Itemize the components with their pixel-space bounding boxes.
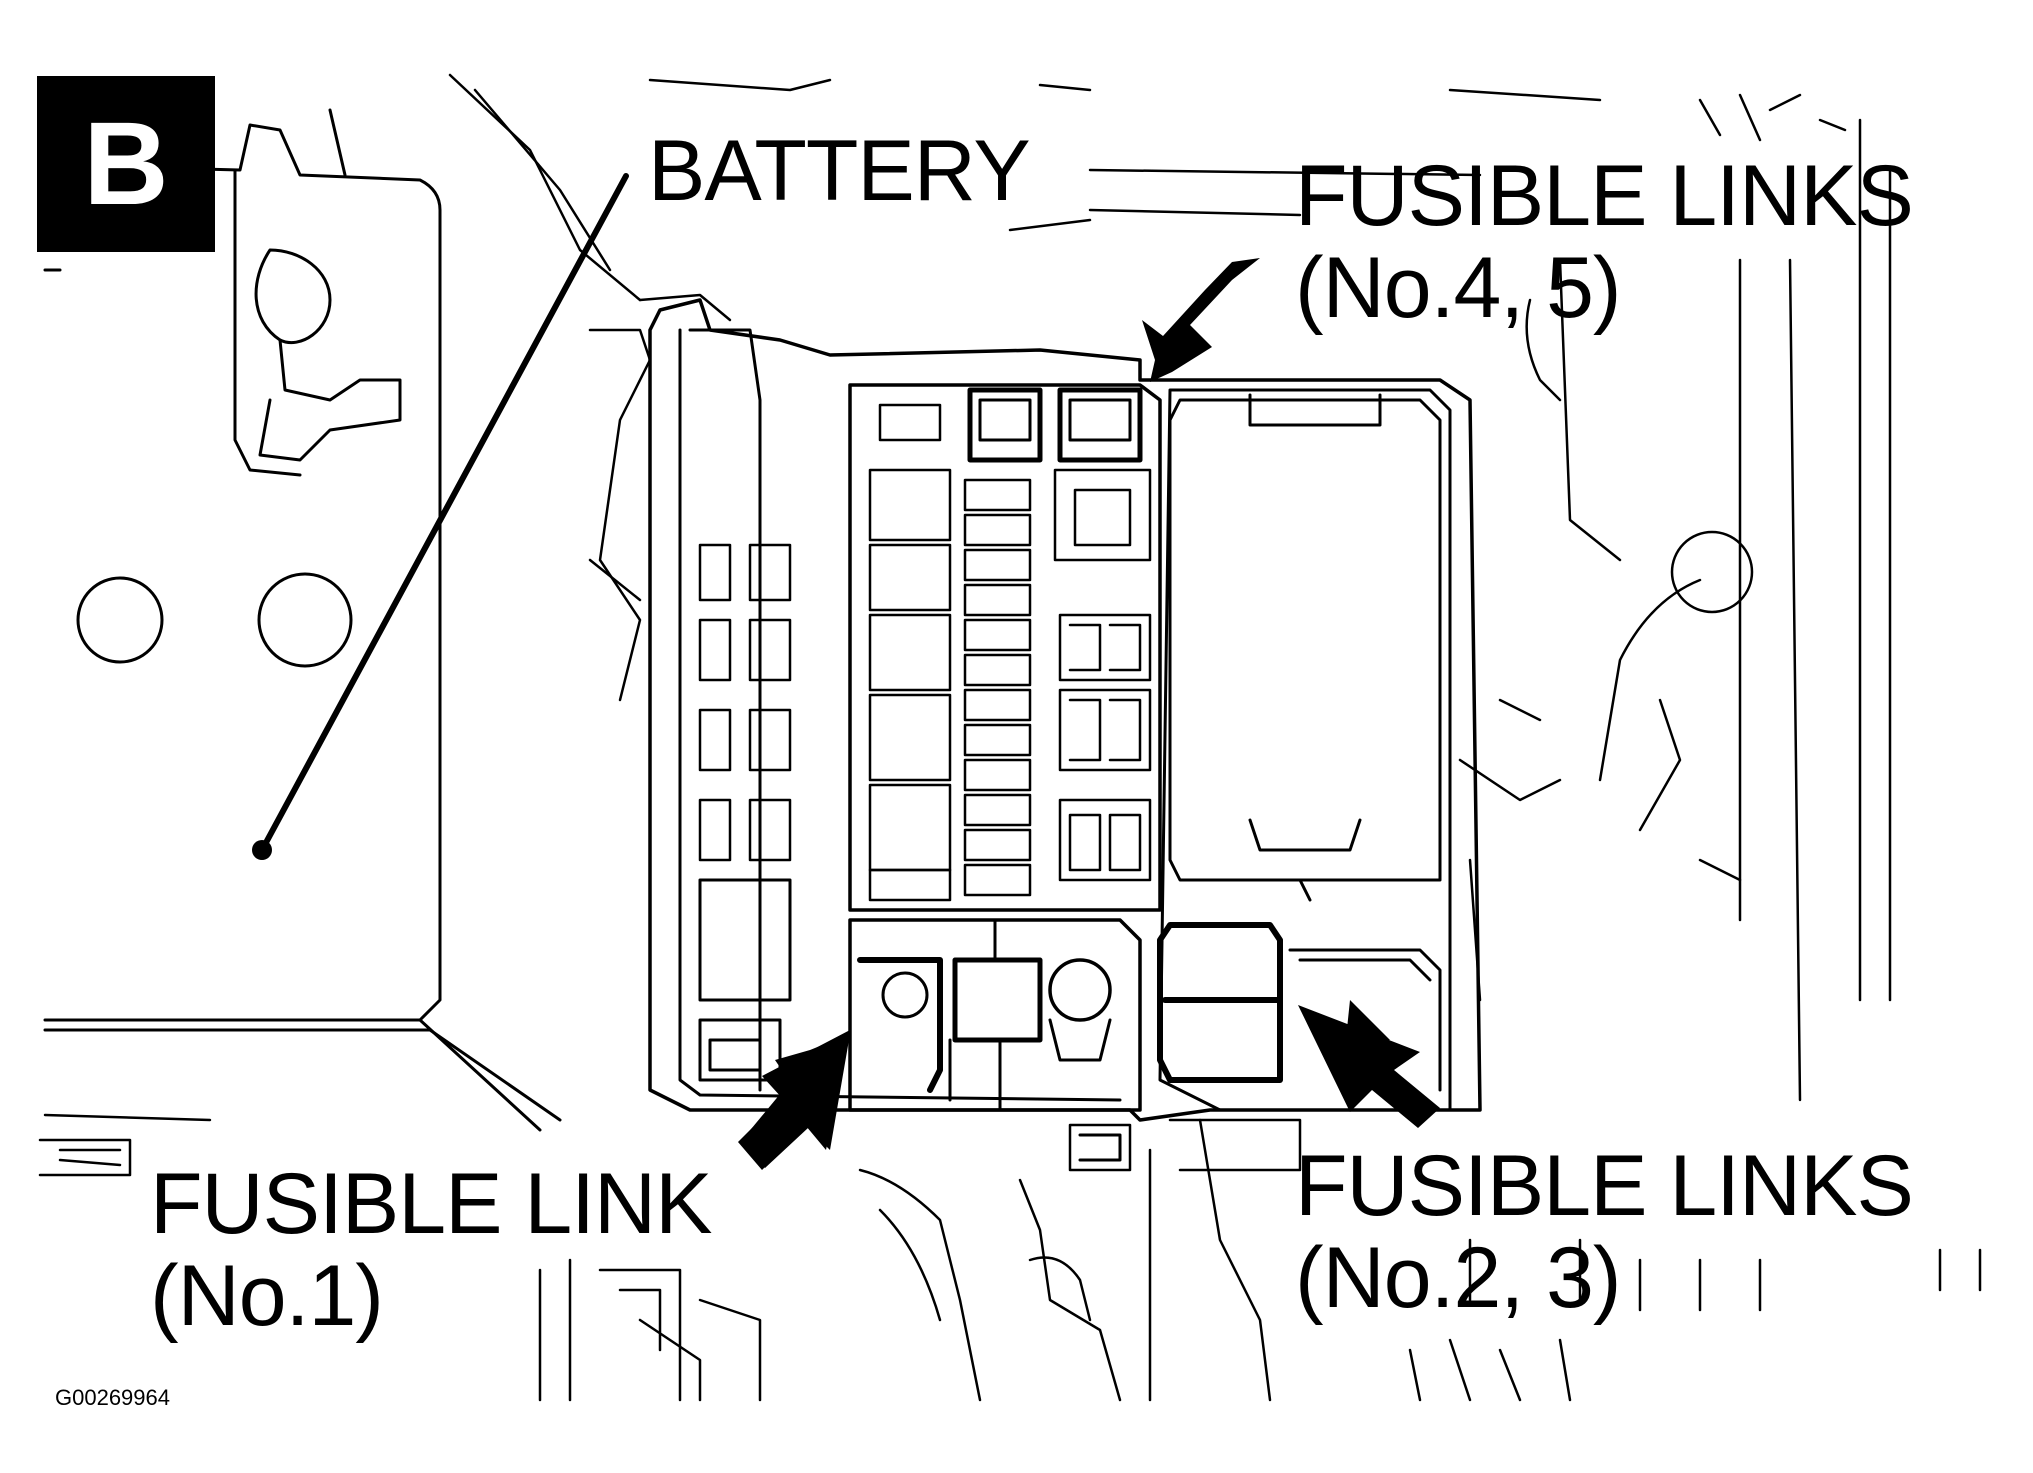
fusible-links-2-3-label: FUSIBLE LINKS (No.2, 3) — [1295, 1138, 1914, 1326]
battery-leader — [252, 173, 629, 860]
fusible-links-4-5 — [967, 387, 1143, 463]
fusible-links-4-5-label-line2: (No.4, 5) — [1295, 240, 1622, 336]
fusible-links-4-5-label-line1: FUSIBLE LINKS — [1295, 148, 1914, 244]
fusible-links-4-5-label: FUSIBLE LINKS (No.4, 5) — [1295, 148, 1914, 336]
arrow-fusible-links-2-3 — [1298, 1000, 1440, 1128]
battery-label-text: BATTERY — [648, 123, 1031, 219]
battery-outline — [43, 108, 562, 1132]
fusible-link-1-label-line2: (No.1) — [150, 1248, 384, 1344]
fusible-links-2-3-label-line2: (No.2, 3) — [1295, 1230, 1622, 1326]
fusible-link-1 — [857, 918, 1112, 1112]
fusible-links-2-3 — [1157, 878, 1442, 1092]
fusible-link-1-label: FUSIBLE LINK (No.1) — [150, 1156, 713, 1344]
fusible-link-1-label-line1: FUSIBLE LINK — [150, 1156, 713, 1252]
figure-id: G00269964 — [55, 1385, 170, 1410]
battery-label: BATTERY — [648, 123, 1031, 219]
fusible-links-2-3-label-line1: FUSIBLE LINKS — [1295, 1138, 1914, 1234]
fuse-box — [648, 298, 1482, 1172]
view-label-badge: B — [37, 76, 215, 252]
arrow-fusible-links-4-5 — [1142, 258, 1260, 382]
arrow-fusible-link-1 — [738, 1030, 850, 1170]
background-structure — [38, 73, 1982, 1402]
